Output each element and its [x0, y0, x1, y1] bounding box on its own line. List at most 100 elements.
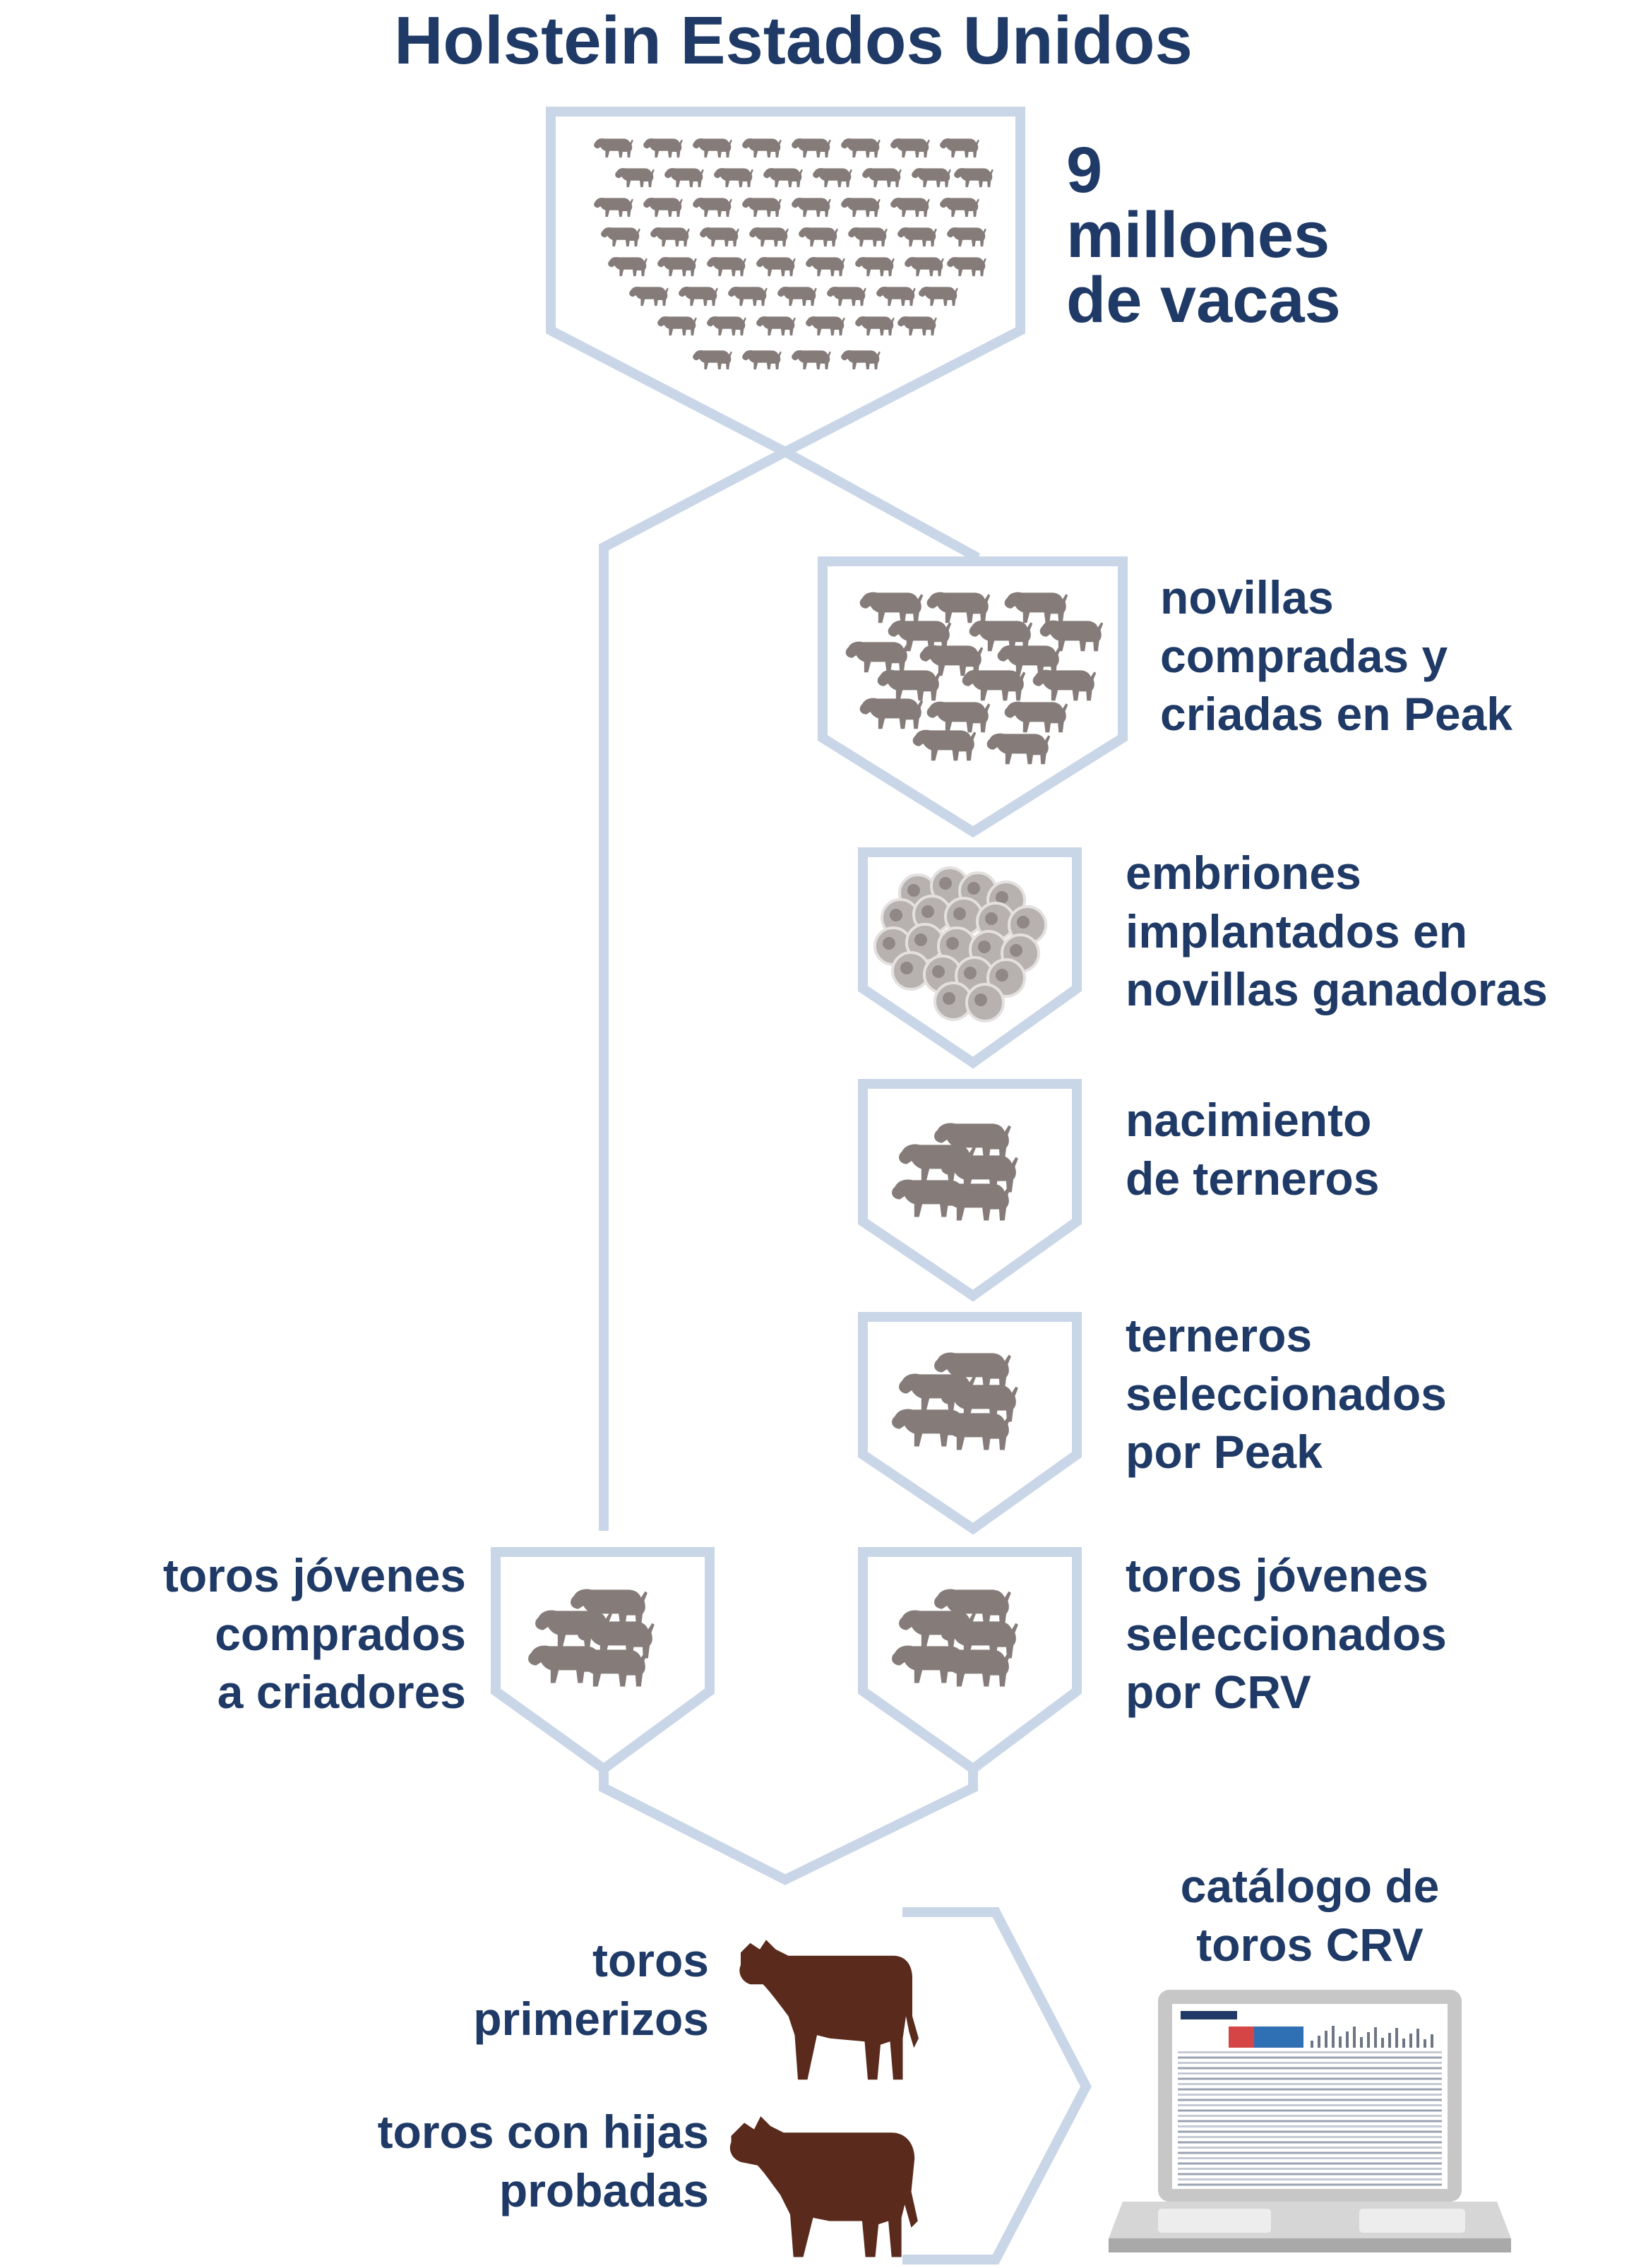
label-cows: 9 millones de vacas [1066, 138, 1341, 333]
label-line: comprados [215, 1607, 466, 1660]
heifer-icon [926, 592, 991, 623]
cow-icon [940, 197, 979, 217]
bought-bulls-icon [528, 1589, 655, 1687]
label-line: por CRV [1126, 1666, 1311, 1718]
cow-icon [657, 316, 697, 336]
cow-icon [792, 350, 831, 370]
cow-icon [643, 197, 683, 217]
label-line: compradas y [1160, 629, 1448, 682]
cow-icon [848, 227, 888, 247]
label-line: por Peak [1126, 1426, 1323, 1478]
catalog-header-bar [1395, 2028, 1398, 2048]
catalog-logo [1181, 2011, 1237, 2019]
catalog-row [1178, 2077, 1442, 2080]
label-line: nacimiento [1126, 1094, 1372, 1146]
catalog-row [1178, 2051, 1442, 2053]
laptop-trackpad-left [1158, 2209, 1271, 2233]
label-birth: nacimiento de terneros [1126, 1091, 1379, 1207]
label-line: probadas [499, 2163, 709, 2216]
catalog-row [1178, 2088, 1442, 2091]
catalog-row [1178, 2141, 1442, 2144]
cow-icon [954, 167, 993, 188]
cow-icon [643, 138, 683, 158]
embryo-nucleus [967, 882, 980, 895]
catalog-row [1178, 2115, 1442, 2117]
cow-icon [756, 256, 796, 277]
path-right [782, 447, 981, 563]
embryo-nucleus [932, 965, 945, 978]
cow-icon [897, 227, 937, 247]
embryo-nucleus [985, 912, 998, 925]
catalog-row [1178, 2168, 1442, 2170]
cow-icon [763, 167, 803, 188]
catalog-header-bar [1381, 2038, 1384, 2048]
cow-icon [855, 256, 895, 277]
cow-icon [806, 256, 845, 277]
catalog-header-bar [1431, 2034, 1433, 2048]
label-line: 9 [1066, 134, 1103, 206]
catalog-row [1178, 2104, 1442, 2106]
label-line: implantados en [1126, 905, 1468, 957]
label-line: seleccionados [1126, 1607, 1447, 1660]
cow-icon [905, 256, 944, 277]
embryo-nucleus [907, 884, 920, 897]
catalog-row [1178, 2067, 1442, 2070]
cow-icon [693, 197, 732, 217]
cow-herd-icon [594, 138, 993, 370]
catalog-row [1178, 2083, 1442, 2085]
cow-icon [912, 167, 951, 188]
heifer-icon [877, 669, 941, 701]
embryo-nucleus [900, 962, 913, 974]
label-embryos: embriones implantados en novillas ganado… [1126, 844, 1548, 1019]
catalog-header-bar [1311, 2041, 1313, 2048]
catalog-header-blue [1254, 2027, 1303, 2048]
catalog-header-bar [1325, 2031, 1327, 2048]
cow-icon [707, 256, 746, 277]
catalog-header-bar [1318, 2036, 1320, 2048]
embryo-nucleus [953, 907, 966, 920]
catalog-header-bar [1346, 2031, 1349, 2048]
path-left [599, 447, 788, 1531]
catalog-header-bar [1360, 2037, 1363, 2048]
bracket [902, 1907, 1092, 2264]
funnel-embryos [858, 847, 1082, 1069]
crv-bulls-icon [892, 1589, 1018, 1687]
heifer-icon [1032, 669, 1097, 701]
selected-calves-icon [892, 1352, 1018, 1450]
catalog-row [1178, 2094, 1442, 2096]
label-line: primerizos [473, 1992, 709, 2045]
funnel-merge [599, 1769, 978, 1885]
embryo-nucleus [1010, 944, 1022, 957]
label-line: criadas en Peak [1160, 688, 1512, 740]
heifer-group-icon [845, 592, 1104, 765]
catalog-row [1178, 2147, 1442, 2149]
catalog-header-bar [1402, 2039, 1405, 2048]
label-bought-breeders: toros jóvenes comprados a criadores [163, 1546, 466, 1721]
catalog-row [1178, 2109, 1442, 2112]
label-line: seleccionados [1126, 1367, 1447, 1420]
label-line: de terneros [1126, 1152, 1380, 1205]
cow-icon [594, 138, 633, 158]
catalog-row [1178, 2072, 1442, 2075]
cow-icon [594, 197, 633, 217]
cow-icon [792, 138, 831, 158]
catalog-header-bar [1424, 2039, 1426, 2048]
catalog-header-bar [1388, 2033, 1391, 2048]
embryo-nucleus [1017, 916, 1030, 929]
embryo-cluster-icon [873, 866, 1047, 1022]
cow-icon [890, 138, 930, 158]
cow-icon [876, 286, 916, 306]
bull-icons [729, 1940, 919, 2257]
page-title: Holstein Estados Unidos [394, 3, 1193, 78]
label-line: toros jóvenes [162, 1549, 466, 1601]
cow-icon [714, 167, 753, 188]
cow-icon [897, 316, 937, 336]
label-line: a criadores [217, 1666, 466, 1718]
heifer-icon [986, 733, 1051, 765]
label-line: terneros [1126, 1309, 1313, 1361]
label-line: catálogo de [1180, 1860, 1440, 1912]
cow-icon [742, 350, 782, 370]
catalog-row [1178, 2120, 1442, 2123]
heifer-icon [1004, 701, 1068, 733]
